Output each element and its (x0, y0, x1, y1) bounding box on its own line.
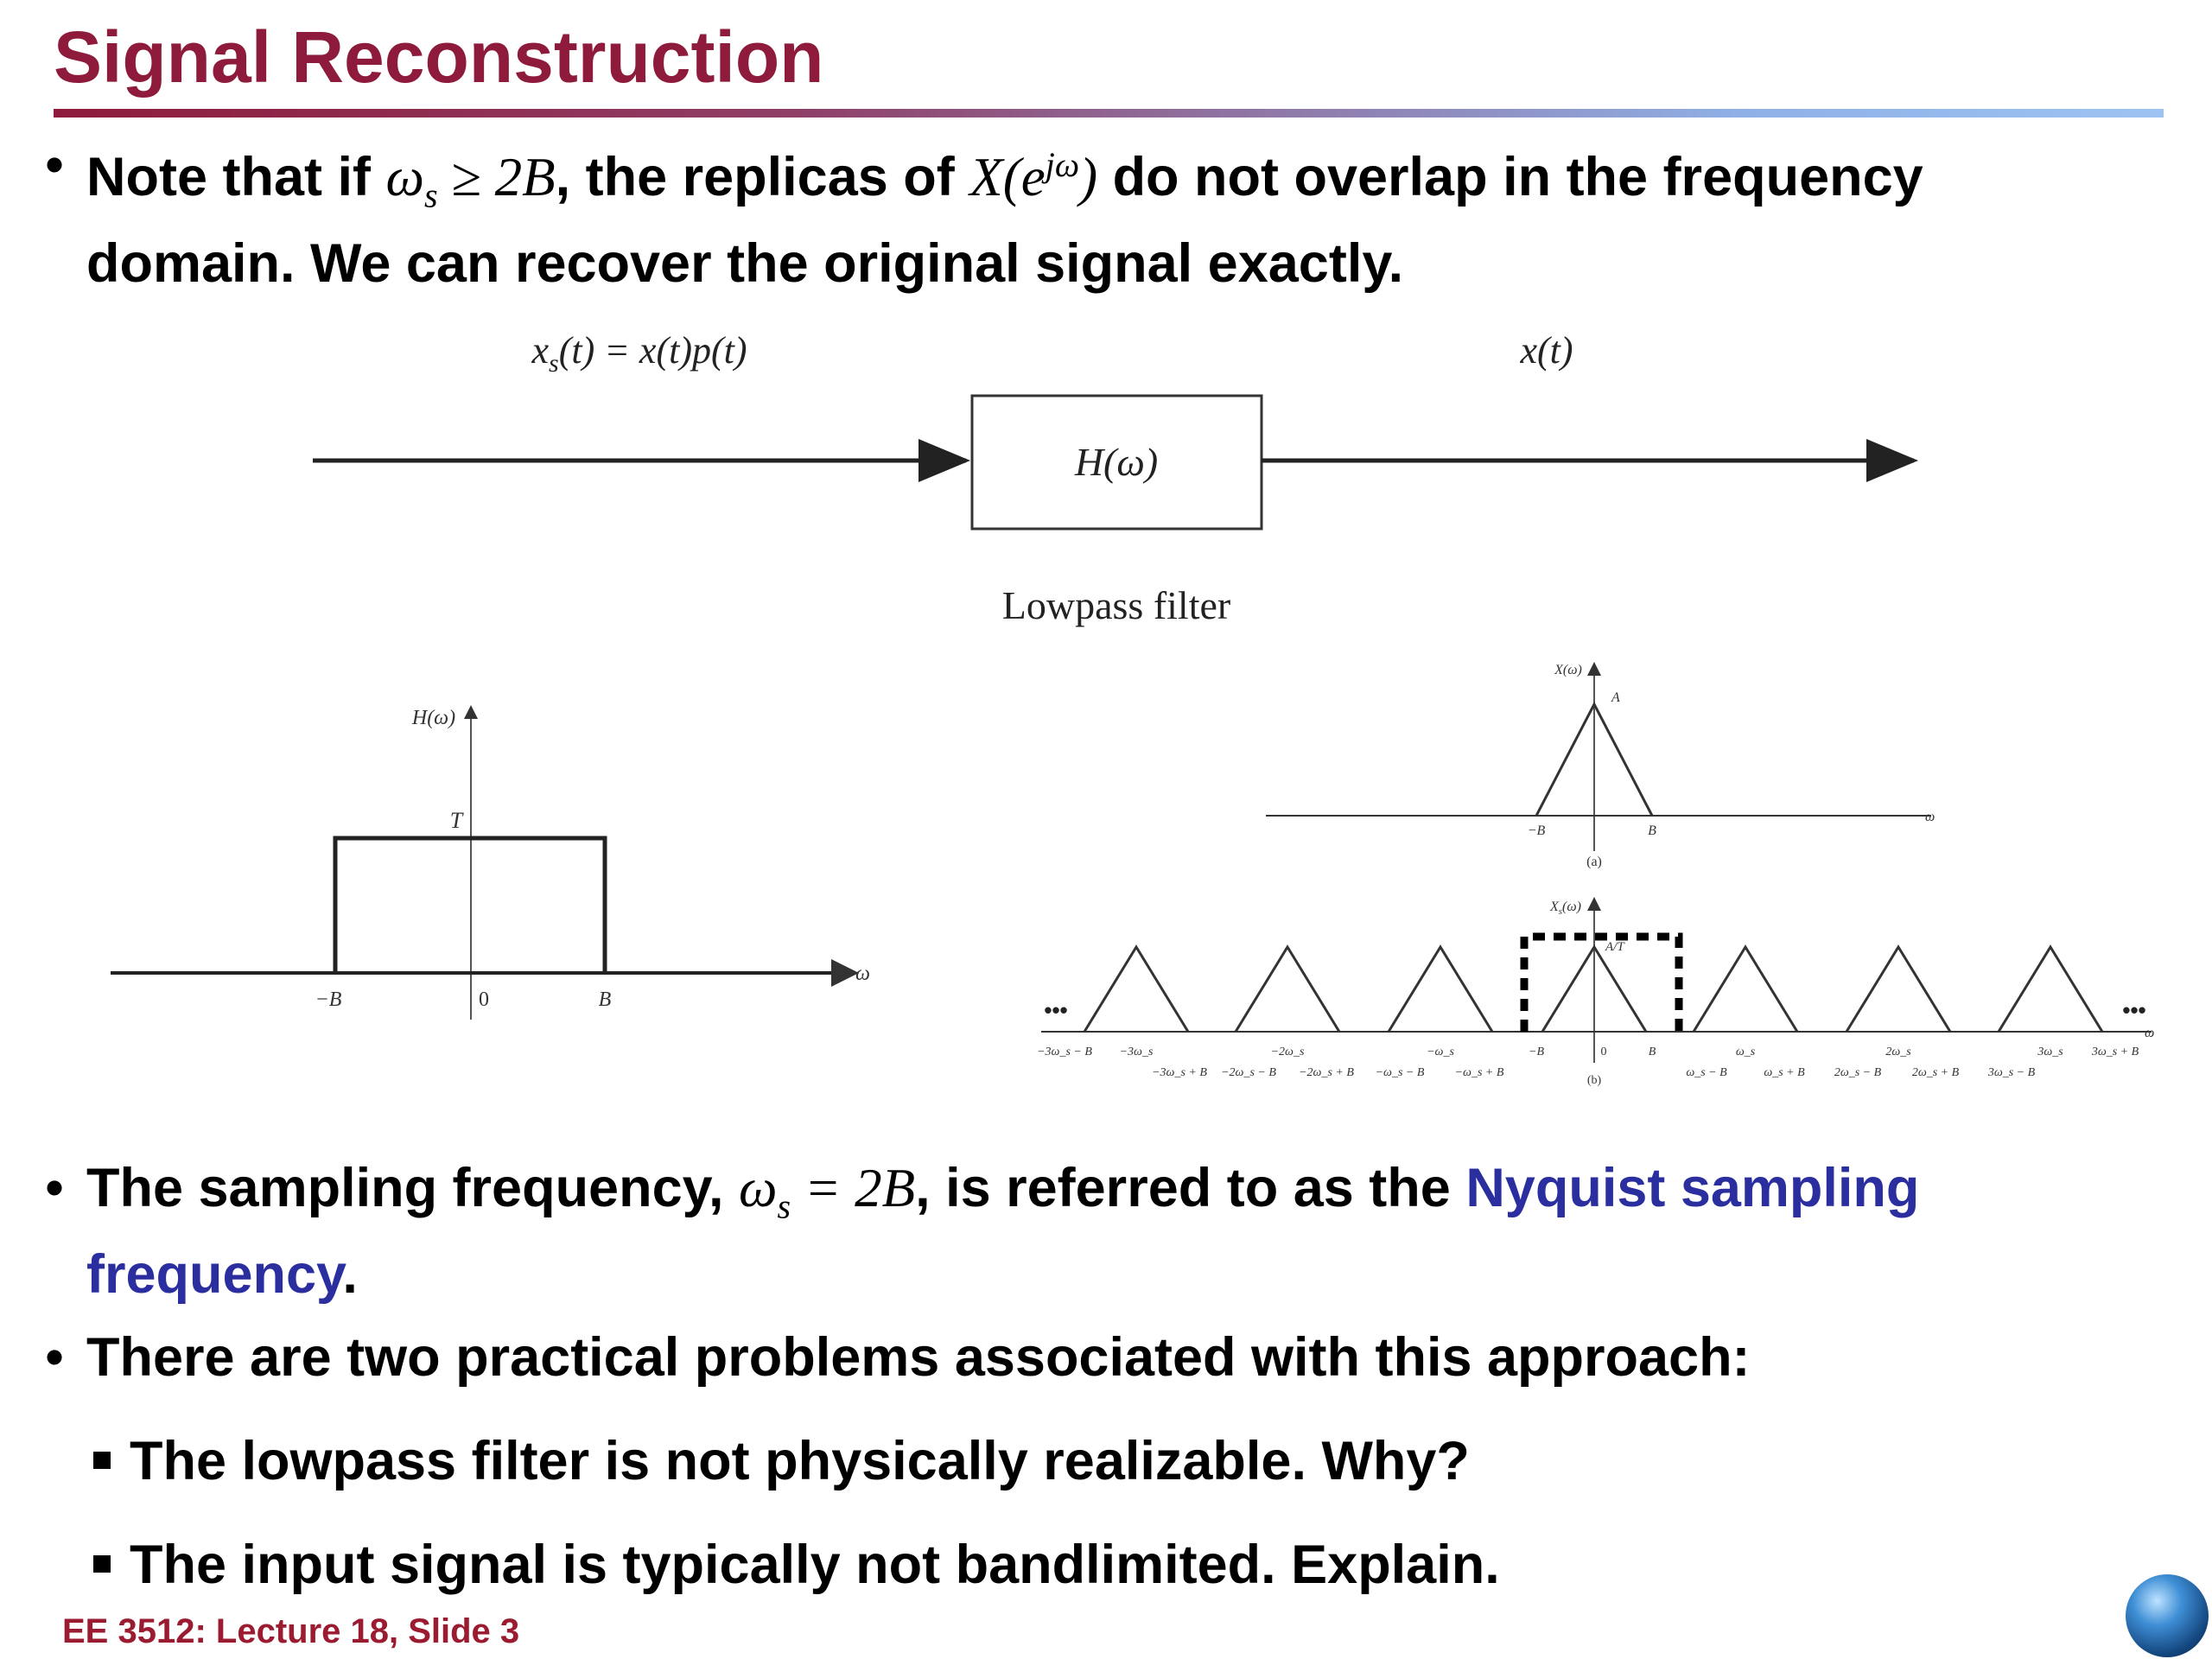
sub-bullet-1-text: The lowpass filter is not physically rea… (130, 1431, 1470, 1491)
spectrum-b-ellipsis-left: ••• (1044, 997, 1067, 1023)
tick-neg-2ws-minus-b: −2ω_s − B (1221, 1066, 1276, 1079)
bullet-2-mid: , is referred to as the (915, 1158, 1451, 1218)
spectrum-b-x-axis-label: ω (2145, 1026, 2154, 1040)
tick-ws: ω_s (1736, 1046, 1756, 1058)
bullet-1-xfunc: X(ejω) (969, 145, 1098, 207)
spectrum-a-caption: (a) (1586, 855, 1602, 869)
title-underline (54, 109, 2164, 118)
spectrum-a-plot: X(ω) ω A −B B (a) (1266, 662, 1935, 869)
bullet-1-tail: do not overlap in the frequency (1112, 147, 1923, 207)
tick-neg-3ws-plus-b: −3ω_s + B (1152, 1066, 1207, 1079)
filter-rect-pulse (333, 836, 607, 973)
tick-neg-b: −B (1529, 1046, 1544, 1058)
slide-footer: EE 3512: Lecture 18, Slide 3 (62, 1612, 520, 1650)
tick-zero: 0 (1601, 1046, 1607, 1058)
globe-icon (2126, 1574, 2209, 1657)
replica-triangle (1234, 944, 1341, 1033)
reconstruction-diagram: xs(t) = x(t)p(t) x(t) H(ω) Lowpass filte… (111, 329, 2154, 1087)
tick-neg-3ws: −3ω_s (1120, 1046, 1154, 1058)
filter-x-axis-label: ω (855, 963, 870, 985)
bullet-2-lead: The sampling frequency, (86, 1158, 724, 1218)
spectrum-a-tick-neg-b: −B (1528, 823, 1546, 838)
replica-triangle (1387, 944, 1494, 1033)
bullet-2-end: . (342, 1243, 358, 1305)
spectrum-a-peak-label: A (1611, 690, 1620, 705)
sub-bullet-1: The lowpass filter is not physically rea… (93, 1427, 2117, 1495)
filter-block-label: H(ω) (1074, 440, 1158, 484)
output-signal-label: x(t) (1519, 329, 1573, 372)
tick-3ws-plus-b: 3ω_s + B (2091, 1046, 2139, 1058)
filter-block-caption: Lowpass filter (1002, 583, 1230, 627)
bullet-1: • Note that if ωs ≥ 2B, the replicas of … (45, 131, 2160, 297)
tick-3ws: 3ω_s (2037, 1046, 2063, 1058)
filter-tick-zero: 0 (479, 988, 489, 1011)
filter-tick-neg-b: −B (315, 988, 342, 1011)
spectrum-b-ylabel: Xs(ω) (1549, 899, 1581, 917)
tick-2ws: 2ω_s (1885, 1046, 1911, 1058)
replica-triangle (1083, 944, 1190, 1033)
spectrum-b-caption: (b) (1587, 1074, 1602, 1087)
spectrum-a-tick-b: B (1648, 823, 1656, 838)
bullet-2: • The sampling frequency, ωs = 2B, is re… (45, 1154, 2160, 1308)
spectrum-b-peak-label: A/T (1605, 940, 1625, 954)
bullet-1-line2: domain. We can recover the original sign… (86, 232, 1404, 294)
filter-tick-b: B (599, 988, 612, 1011)
bullet-dot: • (45, 1327, 65, 1388)
spectrum-b-ellipsis-right: ••• (2122, 997, 2145, 1023)
tick-2ws-minus-b: 2ω_s − B (1834, 1066, 1882, 1079)
lowpass-filter-overlay (1520, 932, 1683, 1032)
tick-neg-ws-plus-b: −ω_s + B (1455, 1066, 1504, 1079)
bullet-dot: • (45, 135, 65, 195)
tick-neg-ws: −ω_s (1427, 1046, 1454, 1058)
replica-triangle (1845, 944, 1952, 1033)
tick-neg-ws-minus-b: −ω_s − B (1376, 1066, 1425, 1079)
spectrum-b-plot: Xs(ω) ω ••• ••• A/T −3ω_s − B −3ω_s −2ω_… (1037, 897, 2154, 1087)
spectrum-a-triangle (1535, 701, 1654, 817)
tick-neg-2ws: −2ω_s (1271, 1046, 1305, 1058)
square-bullet (93, 1452, 111, 1469)
lowpass-filter-block (970, 394, 1263, 531)
tick-2ws-plus-b: 2ω_s + B (1912, 1066, 1960, 1079)
filter-level-label: T (450, 808, 464, 833)
replica-triangle-center (1541, 944, 1648, 1033)
bullet-1-mid: , the replicas of (555, 147, 955, 207)
sub-bullet-2-text: The input signal is typically not bandli… (130, 1535, 1500, 1595)
input-signal-label: xs(t) = x(t)p(t) (531, 329, 747, 378)
filter-response-plot: H(ω) ω T −B 0 B (111, 705, 870, 1020)
sub-bullet-2: The input signal is typically not bandli… (93, 1531, 2117, 1599)
bullet-1-lead: Note that if (86, 147, 371, 207)
square-bullet (93, 1555, 111, 1573)
tick-3ws-minus-b: 3ω_s − B (1987, 1066, 2036, 1079)
nyquist-highlight-2: frequency (86, 1243, 343, 1305)
bullet-dot: • (45, 1158, 65, 1218)
slide-title: Signal Reconstruction (54, 16, 824, 98)
filter-ylabel: H(ω) (411, 707, 455, 729)
nyquist-highlight: Nyquist sampling (1465, 1158, 1920, 1218)
bullet-1-condition: ωs ≥ 2B (385, 147, 556, 215)
spectrum-a-ylabel: X(ω) (1554, 663, 1582, 677)
bullet-2-equation: ωs = 2B (739, 1158, 916, 1226)
bullet-3: • There are two practical problems assoc… (45, 1324, 2160, 1391)
bullet-3-text: There are two practical problems associa… (86, 1327, 1751, 1388)
replica-triangle (1997, 944, 2104, 1033)
tick-neg-2ws-plus-b: −2ω_s + B (1299, 1066, 1354, 1079)
spectrum-a-x-axis-label: ω (1925, 810, 1935, 824)
tick-ws-plus-b: ω_s + B (1764, 1066, 1805, 1079)
tick-b: B (1649, 1046, 1656, 1058)
replica-triangle (1692, 944, 1799, 1033)
tick-neg-3ws-minus-b: −3ω_s − B (1037, 1046, 1092, 1058)
tick-ws-minus-b: ω_s − B (1686, 1066, 1727, 1079)
